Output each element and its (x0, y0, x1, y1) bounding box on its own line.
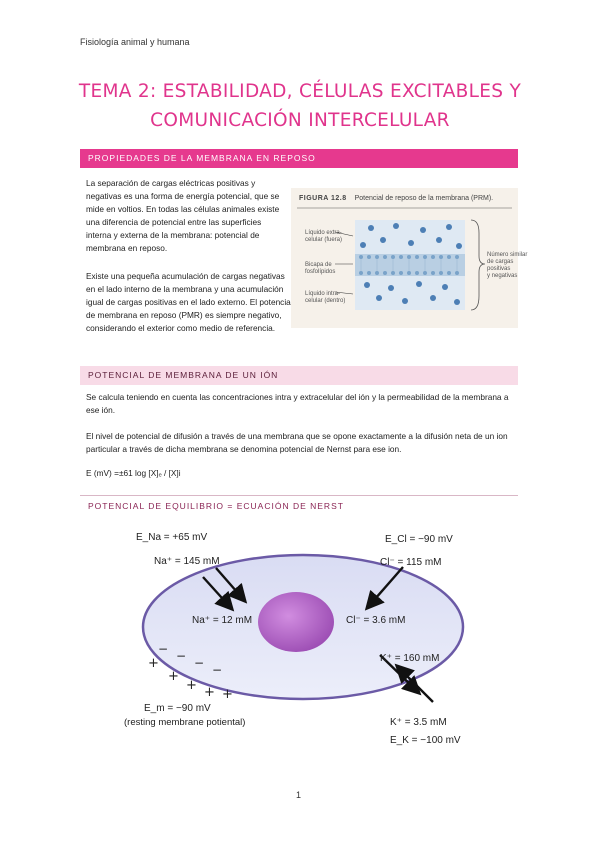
chloride-inside-concentration: Cl⁻ = 3.6 mM (346, 615, 406, 626)
paragraph-nernst-definition: El nivel de potencial de difusión a trav… (86, 431, 508, 454)
resting-membrane-caption: (resting membrane potiental) (124, 717, 246, 728)
paragraph-charge-separation: La separación de cargas eléctricas posit… (86, 178, 280, 253)
chloride-equilibrium-potential: E_Cl = −90 mV (385, 534, 453, 545)
svg-text:+: + (222, 687, 233, 702)
figure-resting-membrane-potential: FIGURA 12.8 Potencial de reposo de la me… (291, 188, 527, 328)
document-header: Fisiología animal y humana (80, 37, 190, 47)
potassium-equilibrium-potential: E_K = −100 mV (390, 735, 461, 746)
page-title-line-2: COMUNICACIÓN INTERCELULAR (150, 110, 450, 131)
label-intracellular-fluid: Líquido intra- celular (dentro) (305, 291, 346, 304)
figure-caption-label: FIGURA 12.8 (299, 195, 347, 202)
label-similar-charges: Número similar de cargas positivas y neg… (487, 252, 528, 279)
svg-text:+: + (168, 669, 179, 684)
svg-text:+: + (186, 678, 197, 693)
figure-caption: FIGURA 12.8 Potencial de reposo de la me… (299, 195, 493, 202)
section-heading-resting-membrane: PROPIEDADES DE LA MEMBRANA EN REPOSO (80, 149, 518, 168)
sodium-equilibrium-potential: E_Na = +65 mV (136, 532, 208, 543)
section-heading-nernst-equilibrium: POTENCIAL DE EQUILIBRIO = ECUACIÓN DE NE… (80, 495, 518, 515)
sodium-outside-concentration: Na⁺ = 145 mM (154, 556, 220, 567)
section-heading-ion-potential: POTENCIAL DE MEMBRANA DE UN IÓN (80, 366, 518, 385)
figure-caption-text: Potencial de reposo de la membrana (PRM)… (354, 195, 494, 202)
potassium-inside-concentration: K⁺ = 160 mM (380, 653, 440, 664)
figure-nernst-cell-diagram: −−−− +++++ E_Na = +65 mV Na⁺ = 145 mM Na… (118, 522, 488, 777)
potassium-outside-concentration: K⁺ = 3.5 mM (390, 717, 447, 728)
svg-text:+: + (204, 685, 215, 700)
page-number: 1 (296, 790, 302, 800)
sodium-inside-concentration: Na⁺ = 12 mM (192, 615, 253, 626)
paragraph-charge-accumulation: Existe una pequeña acumulación de cargas… (86, 271, 293, 333)
nernst-formula: E (mV) =±61 log [X]ₑ / [X]i (86, 468, 181, 478)
membrane-potential-value: E_m = −90 mV (144, 703, 211, 714)
svg-text:−: − (176, 649, 186, 663)
page-title-line-1: TEMA 2: ESTABILIDAD, CÉLULAS EXCITABLES … (78, 81, 522, 102)
label-phospholipid-bilayer: Bicapa de fosfolípidos (305, 262, 336, 275)
chloride-outside-concentration: Cl⁻ = 115 mM (380, 557, 442, 568)
paragraph-ion-calculation: Se calcula teniendo en cuenta las concen… (86, 392, 509, 415)
svg-text:−: − (194, 656, 204, 670)
membrane-illustration (297, 207, 512, 311)
label-extracellular-fluid: Líquido extra- celular (fuera) (305, 230, 343, 243)
svg-text:−: − (158, 642, 168, 656)
cell-illustration: −−−− +++++ (141, 553, 465, 703)
svg-text:+: + (148, 656, 159, 671)
svg-text:−: − (212, 663, 222, 677)
